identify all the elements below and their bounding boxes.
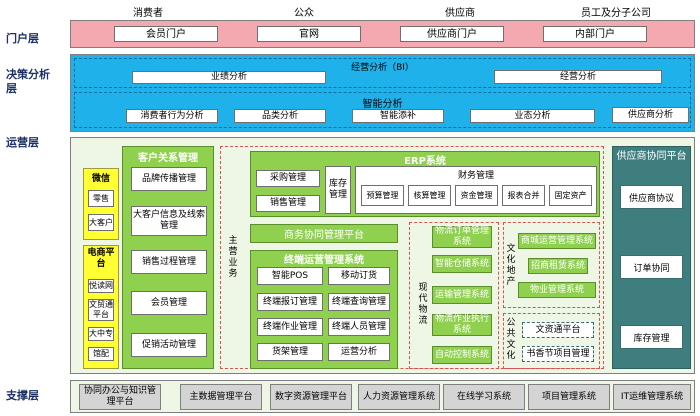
- portal-member[interactable]: 会员门户: [114, 26, 218, 42]
- erp-title: ERP系统: [404, 156, 446, 167]
- crm-brand-communication[interactable]: 品牌传播管理: [131, 167, 207, 191]
- erp-fixed-assets[interactable]: 固定资产: [549, 185, 592, 206]
- erp-inventory[interactable]: 库存管理: [325, 166, 351, 214]
- smart-supplier-analysis[interactable]: 供应商分析: [612, 107, 689, 123]
- channel-ecom-college[interactable]: 大中专: [88, 327, 114, 341]
- user-staff: 员工及分子公司: [581, 8, 651, 19]
- logistics-order[interactable]: 物流订单管理系统: [432, 226, 492, 248]
- bi-business-analysis[interactable]: 经营分析: [494, 70, 662, 84]
- channel-ecom-yuedu[interactable]: 悦读网: [88, 279, 114, 293]
- public-culture-wenzitong[interactable]: 文资通平台: [522, 322, 594, 338]
- supplier-platform-title: 供应商协同平台: [616, 151, 687, 162]
- support-e-learning[interactable]: 在线学习系统: [443, 384, 525, 410]
- user-group-row: 消费者 公众 供应商 员工及分子公司: [70, 4, 695, 20]
- support-it-ops[interactable]: IT运维管理系统: [613, 384, 691, 410]
- logistics-automation[interactable]: 自动控制系统: [432, 346, 492, 364]
- real-estate-leasing[interactable]: 招商租赁系统: [528, 258, 588, 274]
- erp-purchase[interactable]: 采购管理: [256, 170, 320, 187]
- channel-wechat-key-account[interactable]: 大客户: [88, 214, 114, 231]
- bi-performance-analysis[interactable]: 业绩分析: [132, 71, 326, 84]
- user-public: 公众: [294, 8, 314, 19]
- layer-label-operation: 运营层: [6, 136, 39, 149]
- main-business-label: 主营业务: [228, 236, 238, 279]
- terminal-smart-pos[interactable]: 智能POS: [257, 267, 323, 285]
- channel-wechat-retail[interactable]: 零售: [88, 190, 114, 207]
- bi-title: 经营分析（BI）: [351, 63, 414, 73]
- smart-analysis-group: [74, 92, 691, 128]
- portal-internal[interactable]: 内部门户: [543, 26, 647, 42]
- public-culture-label: 公共文化: [506, 318, 516, 361]
- terminal-query[interactable]: 终端查询管理: [328, 293, 390, 311]
- user-supplier: 供应商: [445, 8, 475, 19]
- logistics-execution[interactable]: 物流作业执行系统: [432, 314, 492, 336]
- logistics-transport[interactable]: 运输管理系统: [432, 286, 492, 304]
- supplier-agreement[interactable]: 供应商协议: [620, 185, 683, 209]
- smart-consumer-behavior[interactable]: 消费者行为分析: [126, 109, 218, 123]
- logistics-warehouse[interactable]: 智能仓储系统: [432, 255, 492, 273]
- culture-real-estate-label: 文化地产: [506, 244, 516, 287]
- support-collab-office[interactable]: 协同办公与知识管理平台: [79, 384, 161, 410]
- erp-consolidation[interactable]: 报表合并: [502, 185, 545, 206]
- terminal-analysis[interactable]: 运营分析: [328, 343, 390, 361]
- smart-category-analysis[interactable]: 品类分析: [234, 109, 326, 123]
- channel-wechat-title: 微信: [91, 174, 110, 184]
- terminal-ops-title: 终端运营管理系统: [284, 255, 364, 266]
- erp-sales[interactable]: 销售管理: [256, 195, 320, 212]
- culture-real-estate-group: [503, 222, 600, 308]
- terminal-mobile-ordering[interactable]: 移动订货: [328, 267, 390, 285]
- real-estate-property[interactable]: 物业管理系统: [518, 282, 596, 298]
- crm-key-account-leads[interactable]: 大客户信息及线索管理: [131, 206, 207, 236]
- terminal-operations[interactable]: 终端作业管理: [257, 318, 323, 336]
- support-hr[interactable]: 人力资源管理系统: [358, 384, 440, 410]
- layer-label-decision: 决策分析层: [6, 68, 50, 95]
- terminal-shelf[interactable]: 货架管理: [257, 343, 323, 361]
- logistics-label: 现代物流: [418, 283, 428, 326]
- terminal-staff[interactable]: 终端人员管理: [328, 318, 390, 336]
- logistics-group: [409, 222, 499, 369]
- erp-finance-title: 财务管理: [457, 171, 494, 181]
- erp-accounting[interactable]: 核算管理: [408, 185, 451, 206]
- erp-budget[interactable]: 预算管理: [361, 185, 404, 206]
- crm-sales-process[interactable]: 销售过程管理: [131, 250, 207, 274]
- public-culture-book-fair[interactable]: 书香节项目管理: [522, 346, 594, 362]
- crm-promotion-management[interactable]: 促销活动管理: [131, 333, 207, 357]
- supplier-inventory[interactable]: 库存管理: [620, 325, 683, 349]
- erp-treasury[interactable]: 资金管理: [455, 185, 498, 206]
- smart-analysis-title: 智能分析: [362, 99, 403, 110]
- support-master-data[interactable]: 主数据管理平台: [180, 384, 262, 410]
- bi-group: [74, 58, 691, 88]
- crm-title: 客户关系管理: [138, 153, 198, 164]
- smart-replenishment[interactable]: 智能添补: [352, 109, 444, 123]
- crm-member-management[interactable]: 会员管理: [131, 291, 207, 315]
- real-estate-mall-ops[interactable]: 商城运营管理系统: [518, 233, 596, 249]
- portal-official-site[interactable]: 官网: [257, 26, 361, 42]
- terminal-subscription[interactable]: 终端报订管理: [257, 293, 323, 311]
- support-digital-resource[interactable]: 数字资源管理平台: [270, 384, 352, 410]
- layer-label-support: 支撑层: [6, 389, 39, 402]
- channel-ecommerce-title: 电商平台: [87, 248, 115, 269]
- smart-format-analysis[interactable]: 业态分析: [470, 109, 595, 123]
- channel-ecom-library[interactable]: 馆配: [88, 347, 114, 361]
- user-consumer: 消费者: [133, 8, 163, 19]
- b2b-collaboration-platform[interactable]: 商务协同管理平台: [250, 224, 398, 243]
- portal-supplier[interactable]: 供应商门户: [400, 26, 504, 42]
- layer-label-portal: 门户层: [6, 32, 39, 45]
- supplier-order-collab[interactable]: 订单协同: [620, 255, 683, 279]
- channel-ecom-wenmaotong[interactable]: 文贸通平台: [88, 299, 114, 321]
- support-project-mgmt[interactable]: 项目管理系统: [528, 384, 610, 410]
- public-culture-group: [503, 313, 600, 369]
